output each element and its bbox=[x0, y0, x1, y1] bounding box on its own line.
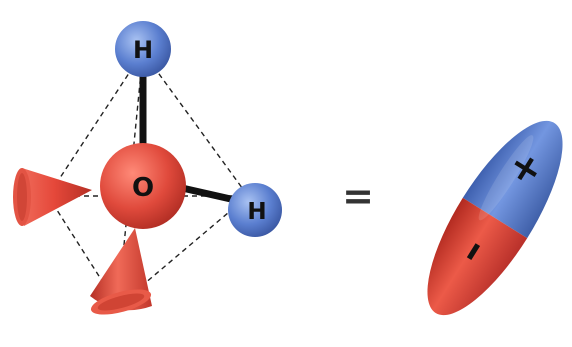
oxygen-atom-label: O bbox=[132, 173, 154, 203]
equals-sign: = bbox=[342, 174, 374, 218]
dipole-negative-end bbox=[427, 196, 529, 316]
oxygen-atom: O bbox=[100, 143, 186, 229]
hydrogen-atom-right: H bbox=[228, 183, 282, 237]
dipole-ellipsoid: + – bbox=[427, 120, 563, 316]
hydrogen-atom-right-label: H bbox=[247, 199, 266, 225]
hydrogen-atom-top-label: H bbox=[133, 36, 153, 64]
lone-pair-lobe-bottom bbox=[90, 228, 152, 315]
lone-pair-lobe-left bbox=[13, 168, 92, 226]
hydrogen-atom-top: H bbox=[115, 21, 171, 77]
